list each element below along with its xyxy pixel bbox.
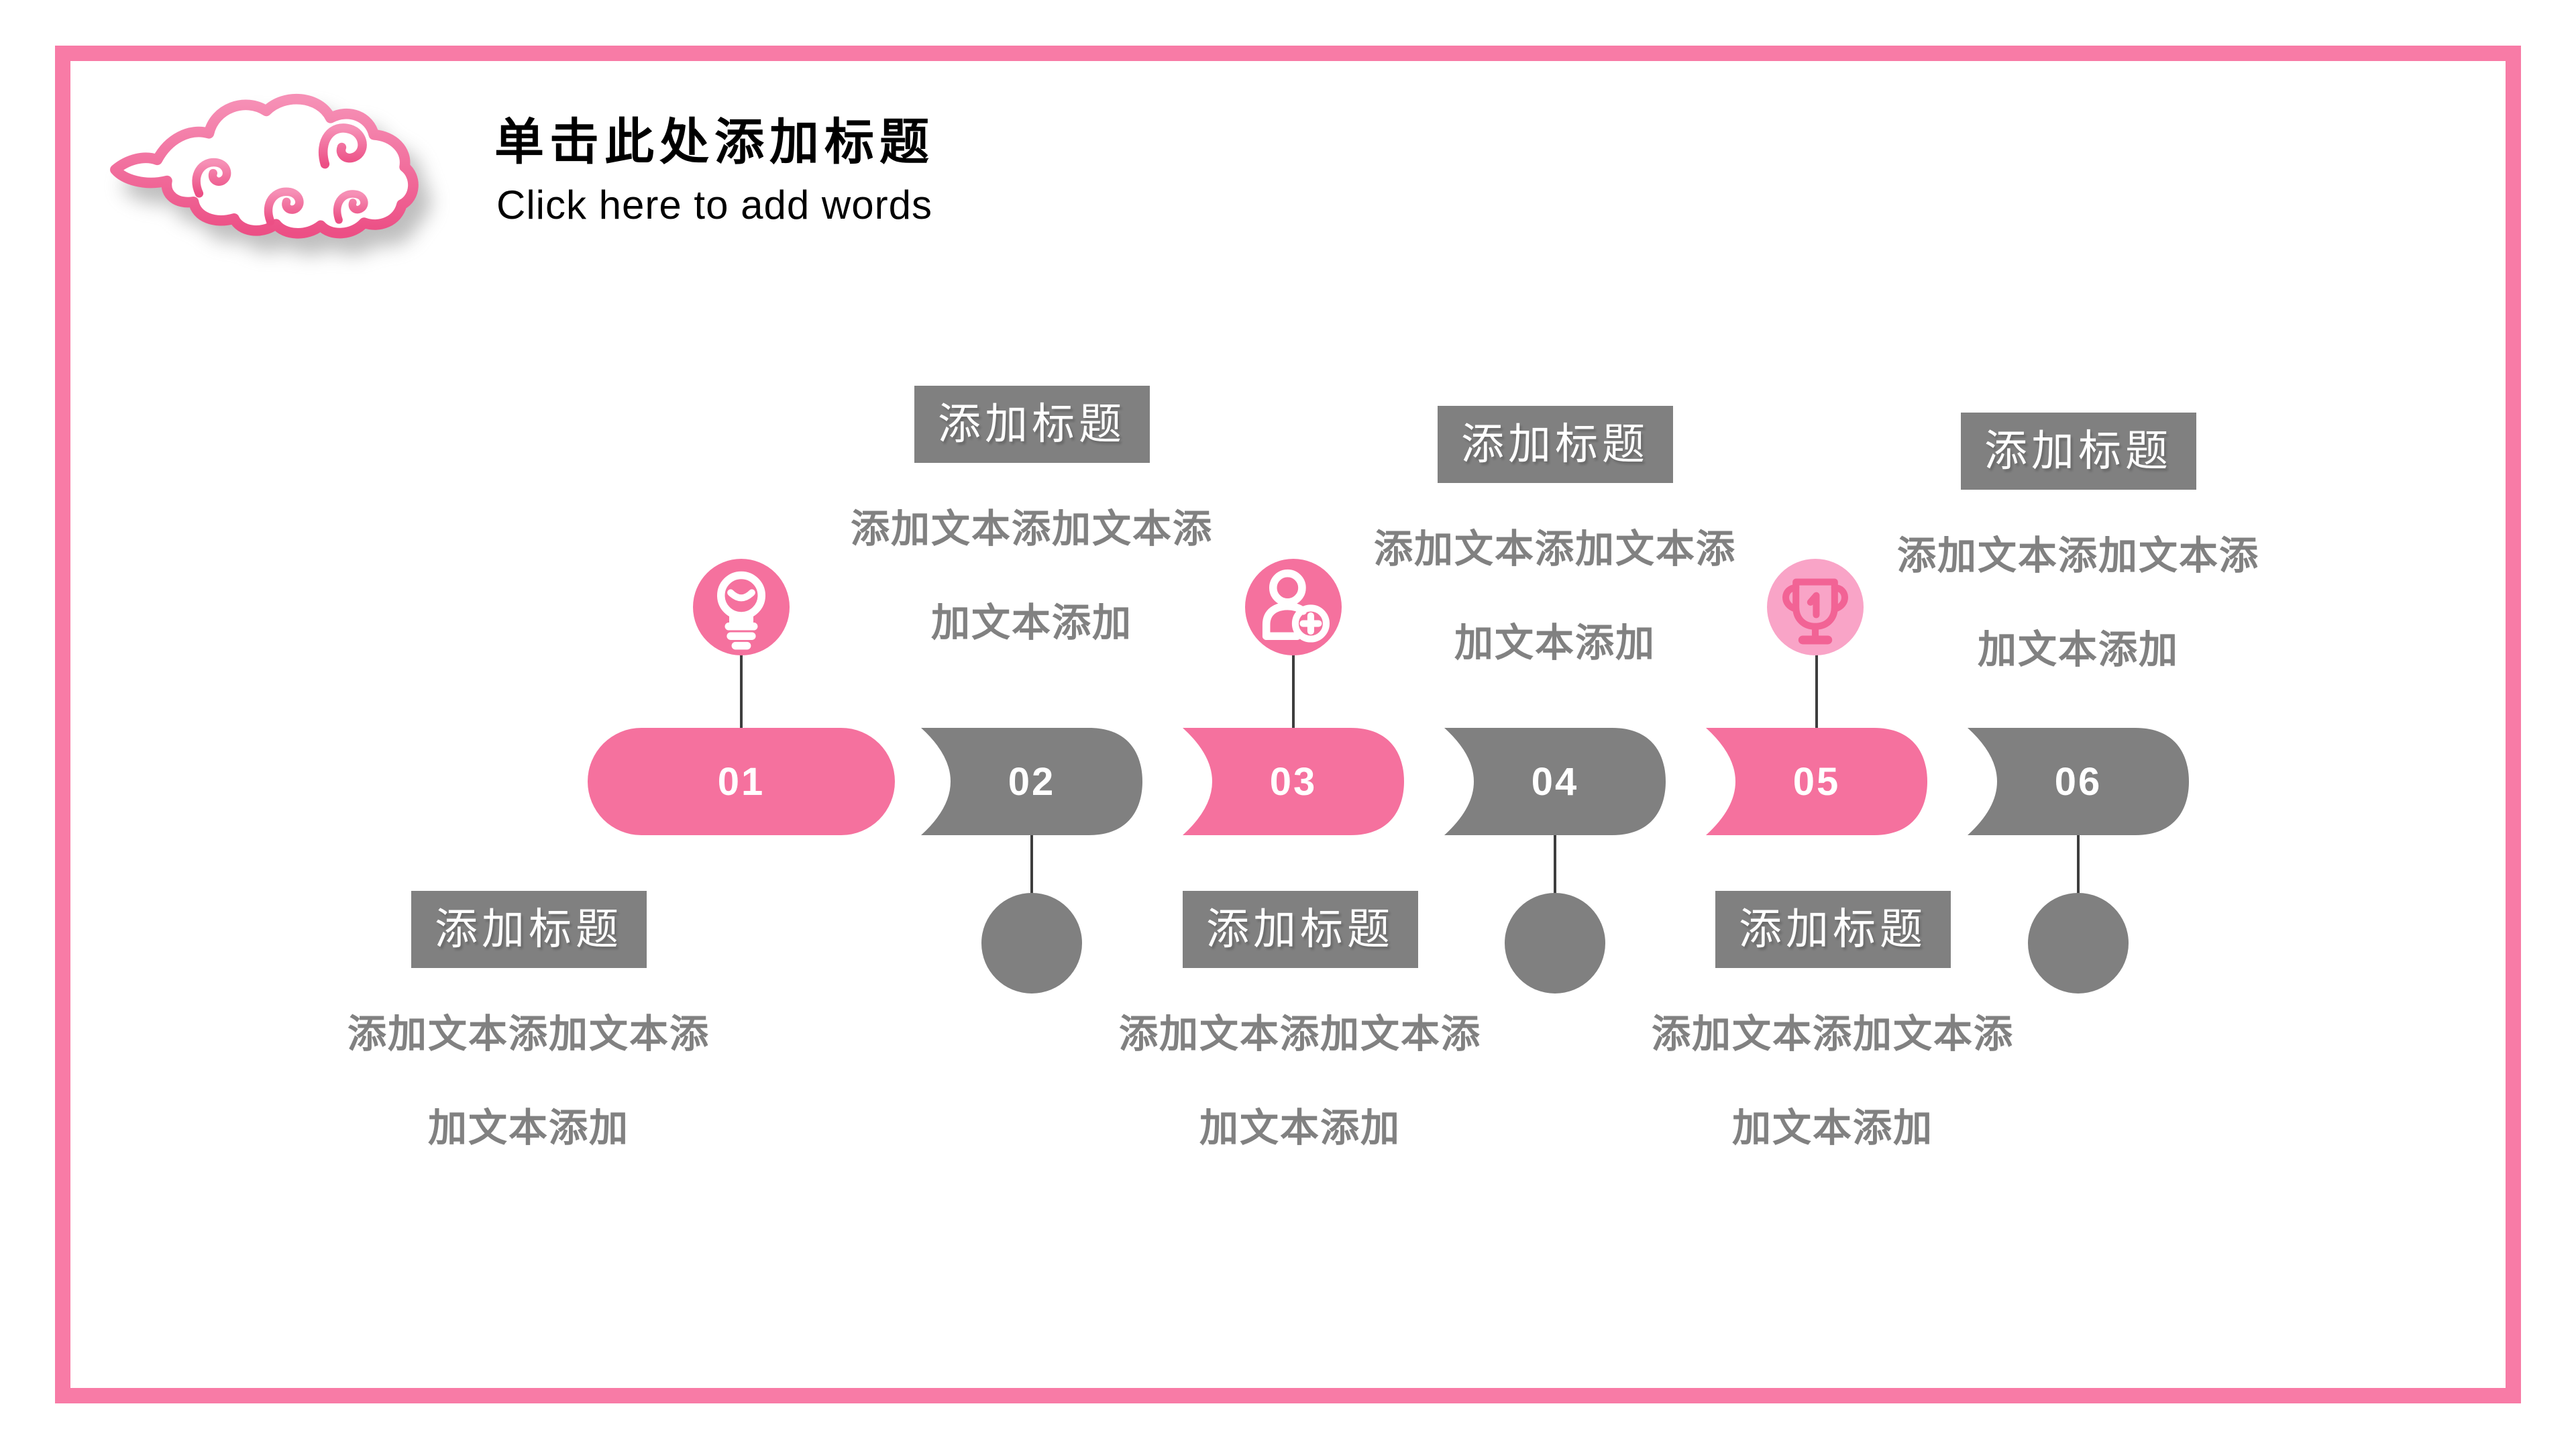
timeline-step-01[interactable]: 01: [588, 728, 895, 835]
cloud-logo: [104, 87, 433, 255]
slide-border: [55, 46, 2521, 1403]
connector-line: [740, 654, 743, 729]
callout-text-line2[interactable]: 加文本添加: [1199, 1106, 1401, 1150]
callout-top-1: 添加标题 添加文本添加文本添 加文本添加: [810, 386, 1253, 644]
step-number: 05: [1792, 759, 1841, 804]
callout-text-line1[interactable]: 添加文本添加文本添: [850, 507, 1213, 551]
header-titles: 单击此处添加标题 Click here to add words: [423, 111, 1006, 228]
timeline-step-06[interactable]: 06: [1968, 728, 2189, 835]
connector-line: [2077, 835, 2080, 894]
timeline-step-04[interactable]: 04: [1444, 728, 1666, 835]
callout-text-line1[interactable]: 添加文本添加文本添: [1373, 527, 1736, 571]
callout-bottom-3: 添加标题 添加文本添加文本添 加文本添加: [1611, 891, 2054, 1149]
callout-title[interactable]: 添加标题: [411, 891, 647, 968]
callout-text-line2[interactable]: 加文本添加: [427, 1106, 629, 1150]
callout-title[interactable]: 添加标题: [1960, 413, 2196, 490]
connector-line: [1554, 835, 1556, 894]
callout-text-line2[interactable]: 加文本添加: [930, 601, 1132, 645]
step-number: 03: [1269, 759, 1318, 804]
step-number: 06: [2054, 759, 2102, 804]
timeline-step-05[interactable]: 05: [1706, 728, 1927, 835]
trophy-icon: [1767, 559, 1864, 655]
callout-bottom-1: 添加标题 添加文本添加文本添 加文本添加: [307, 891, 750, 1149]
callout-text-line1[interactable]: 添加文本添加文本添: [1651, 1012, 2014, 1056]
connector-line: [1292, 654, 1295, 729]
connector-line: [1030, 835, 1033, 894]
slide-title[interactable]: 单击此处添加标题: [494, 114, 934, 170]
lightbulb-icon: [693, 559, 790, 655]
callout-text-line2[interactable]: 加文本添加: [1454, 621, 1656, 665]
callout-title[interactable]: 添加标题: [1182, 891, 1418, 968]
step-number: 01: [717, 759, 765, 804]
step-number: 04: [1531, 759, 1579, 804]
callout-title[interactable]: 添加标题: [1715, 891, 1951, 968]
callout-text-line1[interactable]: 添加文本添加文本添: [1118, 1012, 1481, 1056]
slide-subtitle[interactable]: Click here to add words: [496, 182, 932, 227]
step-number: 02: [1008, 759, 1056, 804]
callout-text-line2[interactable]: 加文本添加: [1977, 628, 2179, 672]
callout-title[interactable]: 添加标题: [914, 386, 1150, 463]
callout-top-3: 添加标题 添加文本添加文本添 加文本添加: [1857, 413, 2300, 671]
callout-text-line1[interactable]: 添加文本添加文本添: [1896, 534, 2259, 578]
timeline-dot: [2028, 893, 2129, 994]
callout-text-line1[interactable]: 添加文本添加文本添: [347, 1012, 710, 1056]
timeline-dot: [1505, 893, 1605, 994]
callout-bottom-2: 添加标题 添加文本添加文本添 加文本添加: [1079, 891, 1521, 1149]
timeline-step-03[interactable]: 03: [1183, 728, 1404, 835]
callout-top-2: 添加标题 添加文本添加文本添 加文本添加: [1334, 406, 1776, 664]
connector-line: [1815, 654, 1818, 729]
callout-text-line2[interactable]: 加文本添加: [1731, 1106, 1933, 1150]
callout-title[interactable]: 添加标题: [1437, 406, 1673, 483]
timeline-step-02[interactable]: 02: [921, 728, 1142, 835]
timeline-dot: [981, 893, 1082, 994]
person-add-icon: [1245, 559, 1342, 655]
